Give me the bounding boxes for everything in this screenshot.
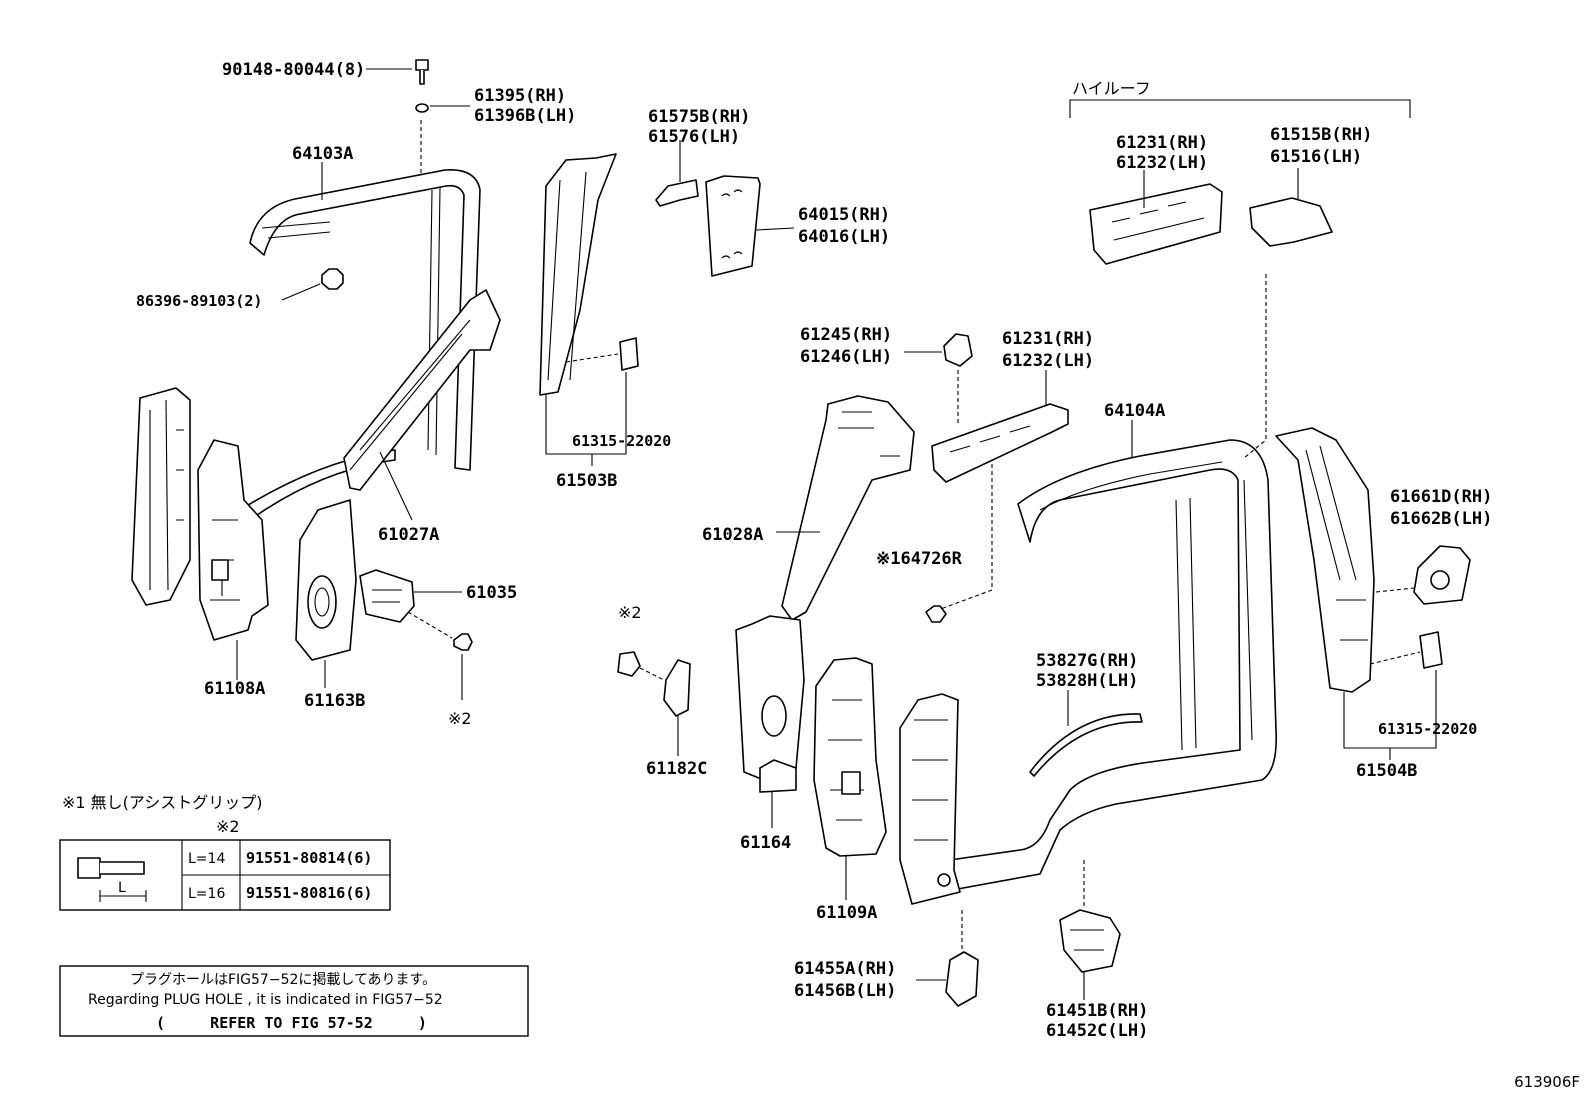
part-label: ※164726R	[876, 549, 963, 569]
legend-length: L=16	[188, 886, 225, 902]
quarter-panel-64104A	[949, 274, 1278, 891]
part-label: 61231(RH)	[1002, 329, 1094, 349]
part-label: 61504B	[1356, 761, 1417, 781]
part-label: 61452C(LH)	[1046, 1021, 1148, 1041]
part-label: 61231(RH)	[1116, 133, 1208, 153]
part-label: 64103A	[292, 144, 353, 164]
part-label: 90148-80044(8)	[222, 60, 365, 80]
refer-line-3: ( REFER TO FIG 57-52 )	[156, 1014, 427, 1032]
legend-part: 91551-80814(6)	[246, 849, 372, 867]
bolt-length-table	[59, 839, 391, 911]
reinforcement-61231-upper	[1089, 170, 1223, 265]
part-label: 61182C	[646, 759, 707, 779]
bracket-61661D	[1375, 545, 1471, 605]
part-label: 61035	[466, 583, 517, 603]
pillar-61164	[735, 615, 805, 828]
pillar-lower-61455A	[899, 693, 979, 1007]
part-label: 61163B	[304, 691, 365, 711]
part-label: 61246(LH)	[800, 347, 892, 367]
part-label: 61575B(RH)	[648, 107, 750, 127]
legend-note-2: ※2	[216, 817, 240, 836]
pillar-61108A	[197, 439, 269, 680]
part-label: 61315-22020	[572, 432, 671, 450]
part-label: 53828H(LH)	[1036, 671, 1138, 691]
part-label: 61515B(RH)	[1270, 125, 1372, 145]
part-label: 61232(LH)	[1002, 351, 1094, 371]
hinge-61035	[359, 569, 462, 639]
pillar-61503B	[539, 153, 639, 466]
part-label: 64104A	[1104, 401, 1165, 421]
bracket-61182C	[617, 651, 691, 756]
part-label: 61027A	[378, 525, 439, 545]
legend-part: 91551-80816(6)	[246, 884, 372, 902]
marker-label: ※2	[448, 709, 472, 728]
high-roof-bracket	[1069, 99, 1411, 118]
brace-61027A	[343, 289, 501, 521]
pillar-61504B	[1275, 427, 1443, 760]
roof-side-rail-64103A	[249, 162, 481, 471]
cover-61515B	[1249, 168, 1333, 247]
part-label: 61395(RH)	[474, 86, 566, 106]
legend-dim-label: L	[118, 880, 126, 896]
part-label: 53827G(RH)	[1036, 651, 1138, 671]
bracket-61451B	[1059, 860, 1121, 1000]
legend-note-1: ※1 無し(アシストグリップ)	[62, 793, 263, 812]
high-roof-label: ハイルーフ	[1072, 79, 1151, 98]
part-label: 61109A	[816, 903, 877, 923]
clip-61395	[415, 103, 470, 180]
part-label: 61315-22020	[1378, 720, 1477, 738]
refer-line-1: プラグホールはFIG57−52に掲載してあります。	[130, 972, 436, 988]
part-label: 61503B	[556, 471, 617, 491]
bracket-61245	[904, 333, 973, 424]
part-label: 64015(RH)	[798, 205, 890, 225]
pillar-61163B	[295, 499, 357, 688]
weatherstrip-53827G	[1029, 690, 1143, 777]
plate-64015	[705, 175, 795, 277]
part-label: 61245(RH)	[800, 325, 892, 345]
part-label: 61232(LH)	[1116, 153, 1208, 173]
refer-box	[59, 965, 529, 1037]
clip-64726R	[925, 605, 947, 623]
part-label: 61164	[740, 833, 791, 853]
legend-length: L=14	[188, 851, 225, 867]
pillar-61028A	[776, 395, 915, 621]
bolt-90148	[366, 59, 429, 85]
marker-label: ※2	[618, 603, 642, 622]
part-label: 61456B(LH)	[794, 981, 896, 1001]
nut-86396	[281, 268, 344, 301]
part-label: 61455A(RH)	[794, 959, 896, 979]
part-label: 61028A	[702, 525, 763, 545]
part-label: 64016(LH)	[798, 227, 890, 247]
part-label: 61661D(RH)	[1390, 487, 1492, 507]
part-label: 61108A	[204, 679, 265, 699]
part-label: 61516(LH)	[1270, 147, 1362, 167]
gusset-61575B	[655, 140, 699, 207]
reinforcement-61231-lower	[931, 370, 1069, 611]
figure-number: 613906F	[1514, 1073, 1580, 1091]
part-label: 86396-89103(2)	[136, 292, 262, 310]
part-label: 61662B(LH)	[1390, 509, 1492, 529]
pillar-61109A	[813, 657, 887, 900]
part-label: 61396B(LH)	[474, 106, 576, 126]
refer-line-2: Regarding PLUG HOLE , it is indicated in…	[88, 992, 443, 1008]
part-label: 61451B(RH)	[1046, 1001, 1148, 1021]
part-label: 61576(LH)	[648, 127, 740, 147]
bolt-marker-2-left	[453, 633, 473, 700]
